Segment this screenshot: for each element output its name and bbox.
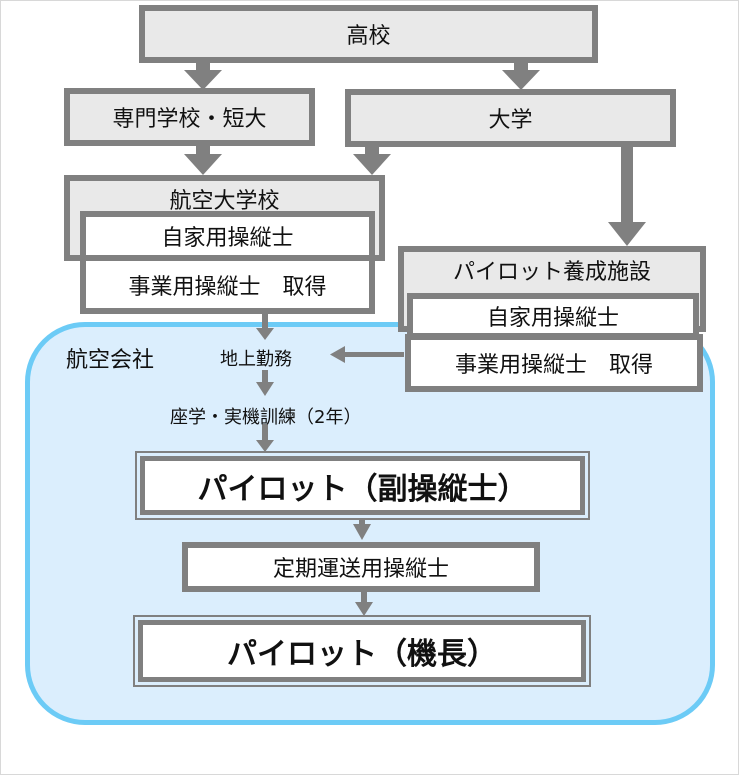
arrow-head [256,440,274,452]
aviation-college-title: 航空大学校 [169,189,280,214]
facility-commercial-license: 事業用操縦士 取得 [405,334,703,392]
arrow-shaft [262,424,268,444]
arrow-shaft [514,62,528,72]
training-label: 座学・実機訓練（2年） [170,407,362,428]
arrow-shaft [361,592,367,604]
arrow-head [184,154,222,175]
arrow-head [256,382,274,396]
ground-duty-label: 地上勤務 [220,349,292,370]
arrow-head [353,154,391,175]
arrow-head [353,524,371,540]
arrow-shaft [262,314,268,330]
node-copilot: パイロット（副操縦士） [135,451,590,520]
arrow-head [184,70,222,90]
airline-title: 航空会社 [66,348,155,373]
arrow-shaft [196,62,210,72]
arrow-head [502,70,540,90]
node-university: 大学 [345,89,676,147]
arrow-shaft [365,146,379,156]
node-atp-license: 定期運送用操縦士 [182,542,540,592]
arrow-shaft [621,146,633,226]
arrow-head [256,328,274,340]
node-captain: パイロット（機長） [133,615,591,687]
arrow-head [608,222,646,246]
node-vocational-college: 専門学校・短大 [64,88,315,146]
node-high-school: 高校 [139,5,598,63]
arrow-head [355,602,373,616]
arrow-shaft [262,370,268,384]
aviation-college-private-license: 自家用操縦士 [80,211,375,261]
facility-private-license: 自家用操縦士 [407,293,699,339]
pilot-training-facility-title: パイロット養成施設 [452,260,651,285]
aviation-college-commercial-license: 事業用操縦士 取得 [80,255,375,314]
arrow-shaft [342,352,404,357]
arrow-shaft [196,146,210,156]
arrow-shaft [359,518,365,528]
arrow-head [330,346,345,363]
